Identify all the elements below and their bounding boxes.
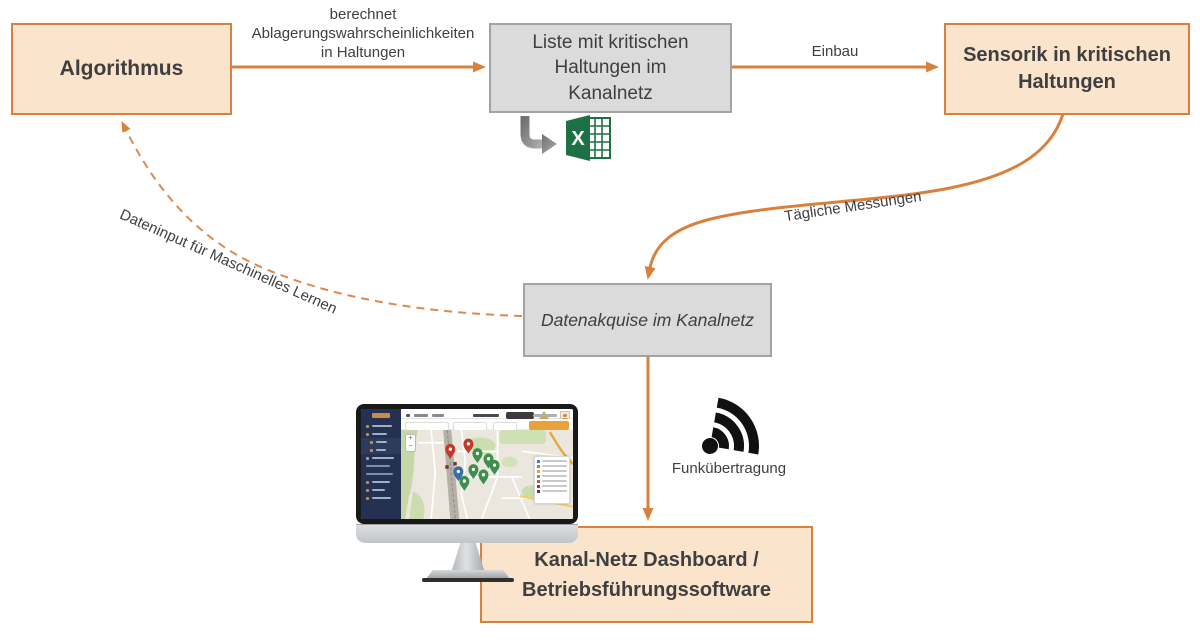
dashboard-monitor: +−: [352, 402, 584, 584]
monitor-stand-base-edge: [422, 578, 514, 582]
map-legend: [534, 455, 570, 504]
box-liste-label: Liste mit kritischen Haltungen im Kanaln…: [532, 31, 689, 104]
map-pins: [445, 438, 500, 491]
dashboard-main: +−: [401, 409, 573, 519]
box-sensorik-label: Sensorik in kritischen Haltungen: [963, 44, 1171, 93]
monitor-screen: +−: [361, 409, 573, 519]
monitor-chin: [356, 524, 578, 543]
box-datenakquise-label: Datenakquise im Kanalnetz: [540, 309, 755, 330]
box-dashboard-label: Kanal-Netz Dashboard / Betriebsführungss…: [522, 548, 771, 601]
dashboard-filterbar: [401, 418, 573, 431]
map-zoom-control: +−: [405, 433, 416, 452]
dashboard-map: +−: [401, 429, 573, 519]
arrow-feedback-dashed: [121, 121, 523, 317]
label-funkuebertragung: Funkübertragung: [671, 460, 787, 477]
elbow-arrow-icon: [520, 116, 557, 154]
label-dateninput: Dateninput für Maschinelles Lernen: [117, 206, 340, 318]
dashboard-topbar: [401, 409, 573, 423]
box-liste-kritische-haltungen: Liste mit kritischen Haltungen im Kanaln…: [489, 23, 732, 113]
wifi-icon: [702, 397, 759, 455]
excel-icon: X: [566, 115, 611, 161]
box-algorithmus-label: Algorithmus: [59, 57, 184, 80]
box-algorithmus: Algorithmus: [11, 23, 232, 115]
label-einbau: Einbau: [811, 43, 859, 60]
topbar-badge: [506, 412, 534, 419]
label-taegliche-messungen: Tägliche Messungen: [783, 187, 923, 226]
box-sensorik: Sensorik in kritischen Haltungen: [944, 23, 1190, 115]
monitor-stand-neck: [452, 543, 484, 570]
box-datenakquise: Datenakquise im Kanalnetz: [523, 283, 772, 357]
orange-action-button: [529, 421, 569, 431]
monitor-stand-base: [426, 570, 510, 579]
monitor-bezel: +−: [356, 404, 578, 524]
label-berechnet: berechnet Ablagerungswahrscheinlichkeite…: [251, 6, 475, 61]
arrow-sensorik-to-datenakquise: [644, 113, 1065, 280]
dashboard-logo: [361, 409, 401, 422]
svg-text:X: X: [571, 128, 585, 150]
dashboard-sidebar: [361, 409, 401, 519]
